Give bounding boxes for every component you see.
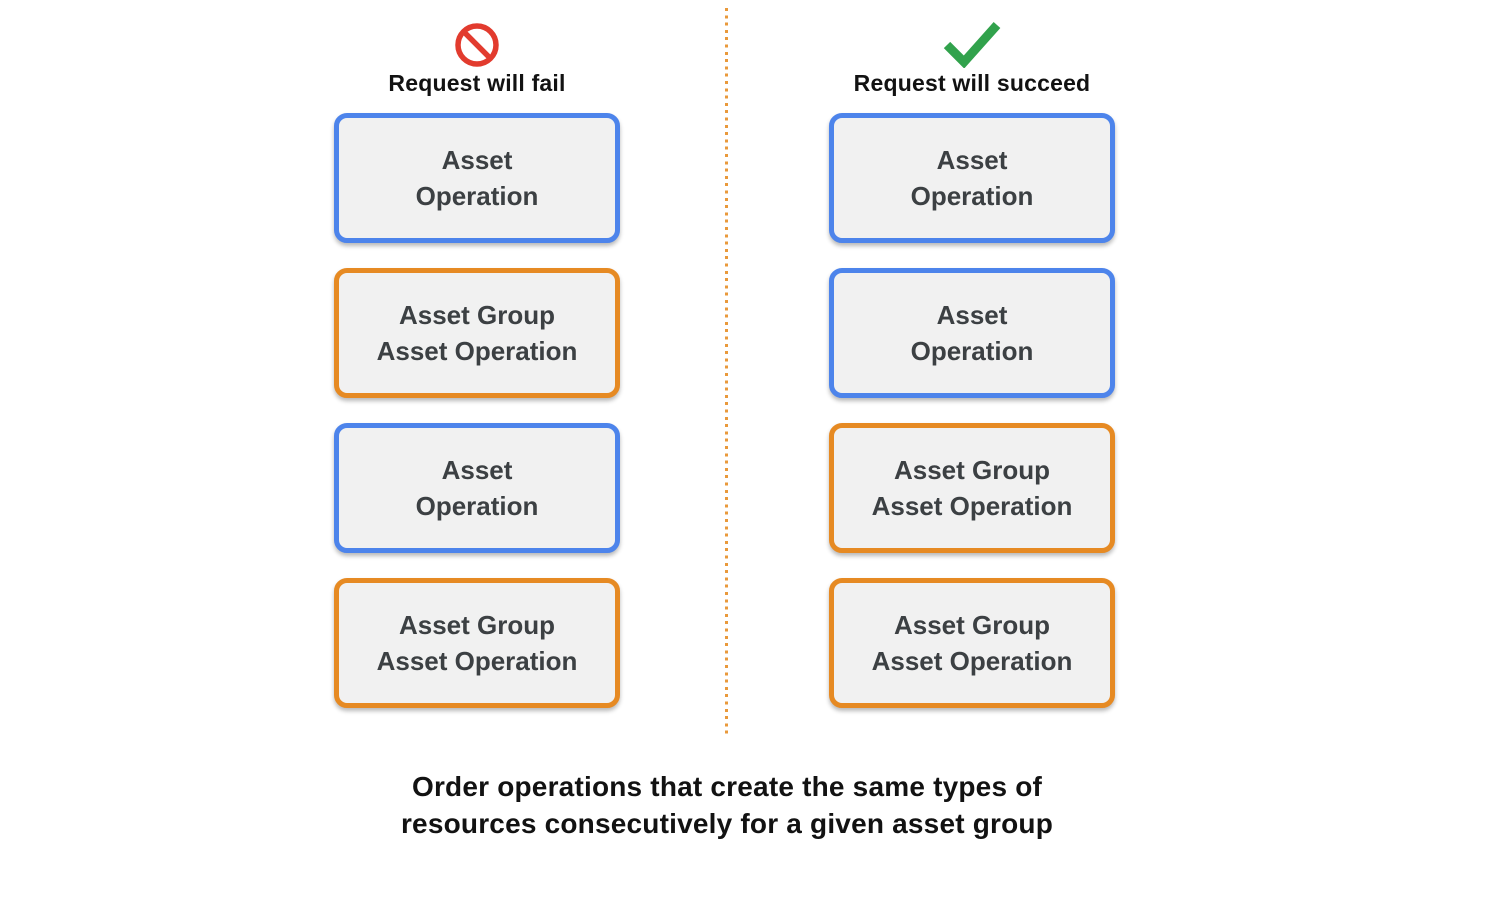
box-label-line: Asset Group <box>398 300 556 330</box>
asset-group-asset-operation-box: Asset Group Asset Operation <box>334 578 620 708</box>
box-label-line: Operation <box>910 181 1034 211</box>
fail-column: Request will fail Asset Operation Asset … <box>334 0 620 708</box>
asset-group-asset-operation-box: Asset Group Asset Operation <box>334 268 620 398</box>
asset-operation-box: Asset Operation <box>334 113 620 243</box>
box-label-line: Asset Group <box>893 455 1051 485</box>
succeed-column: Request will succeed Asset Operation Ass… <box>829 0 1115 708</box>
no-entry-icon <box>454 21 500 68</box>
box-label-line: Asset <box>936 145 1008 175</box>
box-label-line: Asset Group <box>893 610 1051 640</box>
asset-operation-box: Asset Operation <box>334 423 620 553</box>
asset-operation-box: Asset Operation <box>829 113 1115 243</box>
caption: Order operations that create the same ty… <box>0 768 1454 842</box>
caption-line-1: Order operations that create the same ty… <box>411 771 1043 802</box>
box-label-line: Asset <box>441 145 513 175</box>
box-label-line: Operation <box>415 491 539 521</box>
box-label-line: Operation <box>415 181 539 211</box>
box-label-line: Asset <box>441 455 513 485</box>
caption-line-2: resources consecutively for a given asse… <box>400 808 1054 839</box>
asset-group-asset-operation-box: Asset Group Asset Operation <box>829 578 1115 708</box>
fail-column-title: Request will fail <box>388 70 566 96</box>
box-label-line: Asset Group <box>398 610 556 640</box>
box-label-line: Asset Operation <box>871 646 1073 676</box>
box-label-line: Asset <box>936 300 1008 330</box>
succeed-column-title: Request will succeed <box>853 70 1091 96</box>
column-divider-dotted-line <box>725 8 728 736</box>
checkmark-icon <box>943 21 1001 68</box>
box-label-line: Asset Operation <box>376 646 578 676</box>
box-label-line: Asset Operation <box>376 336 578 366</box>
asset-group-asset-operation-box: Asset Group Asset Operation <box>829 423 1115 553</box>
box-label-line: Asset Operation <box>871 491 1073 521</box>
asset-operation-box: Asset Operation <box>829 268 1115 398</box>
box-label-line: Operation <box>910 336 1034 366</box>
